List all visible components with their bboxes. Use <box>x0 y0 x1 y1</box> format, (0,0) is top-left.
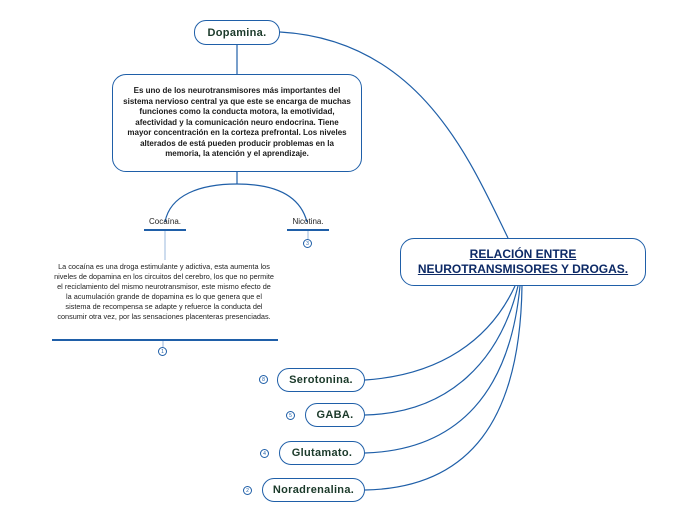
link-fork-cocaina <box>164 183 238 223</box>
noradrenalina-node[interactable]: Noradrenalina. <box>262 478 365 502</box>
nicotina-badge[interactable]: 3 <box>303 239 312 248</box>
link-central-noradrenalina <box>364 285 523 491</box>
central-topic-line2: NEUROTRANSMISORES Y DROGAS. <box>417 262 629 276</box>
dopamina-description-node[interactable]: Es uno de los neurotransmisores más impo… <box>112 74 362 172</box>
noradrenalina-label: Noradrenalina. <box>272 484 355 496</box>
glutamato-node[interactable]: Glutamato. <box>279 441 365 465</box>
serotonina-node[interactable]: Serotonina. <box>277 368 365 392</box>
dopamina-label: Dopamina. <box>207 26 267 39</box>
gaba-node[interactable]: GABA. <box>305 403 365 427</box>
noradrenalina-badge[interactable]: 2 <box>243 486 252 495</box>
gaba-label: GABA. <box>316 409 354 421</box>
link-central-serotonina <box>364 285 516 381</box>
cocaina-label[interactable]: Cocaína. <box>148 217 182 226</box>
glutamato-badge[interactable]: 4 <box>260 449 269 458</box>
dopamina-node[interactable]: Dopamina. <box>194 20 280 45</box>
serotonina-label: Serotonina. <box>289 374 353 386</box>
link-central-gaba <box>364 285 519 416</box>
glutamato-label: Glutamato. <box>291 447 353 459</box>
dopamina-description: Es uno de los neurotransmisores más impo… <box>123 86 351 159</box>
link-central-glutamato <box>364 285 521 454</box>
link-fork-nicotina <box>236 183 308 223</box>
central-topic-node[interactable]: RELACIÓN ENTRE NEUROTRANSMISORES Y DROGA… <box>400 238 646 286</box>
cocaina-description[interactable]: La cocaína es una droga estimulante y ad… <box>54 262 274 321</box>
central-topic-line1: RELACIÓN ENTRE <box>469 247 577 261</box>
serotonina-badge[interactable]: 8 <box>259 375 268 384</box>
link-central-dopamina <box>279 31 509 239</box>
cocaina-badge[interactable]: 1 <box>158 347 167 356</box>
gaba-badge[interactable]: 5 <box>286 411 295 420</box>
nicotina-label[interactable]: Nicotina. <box>292 217 324 226</box>
